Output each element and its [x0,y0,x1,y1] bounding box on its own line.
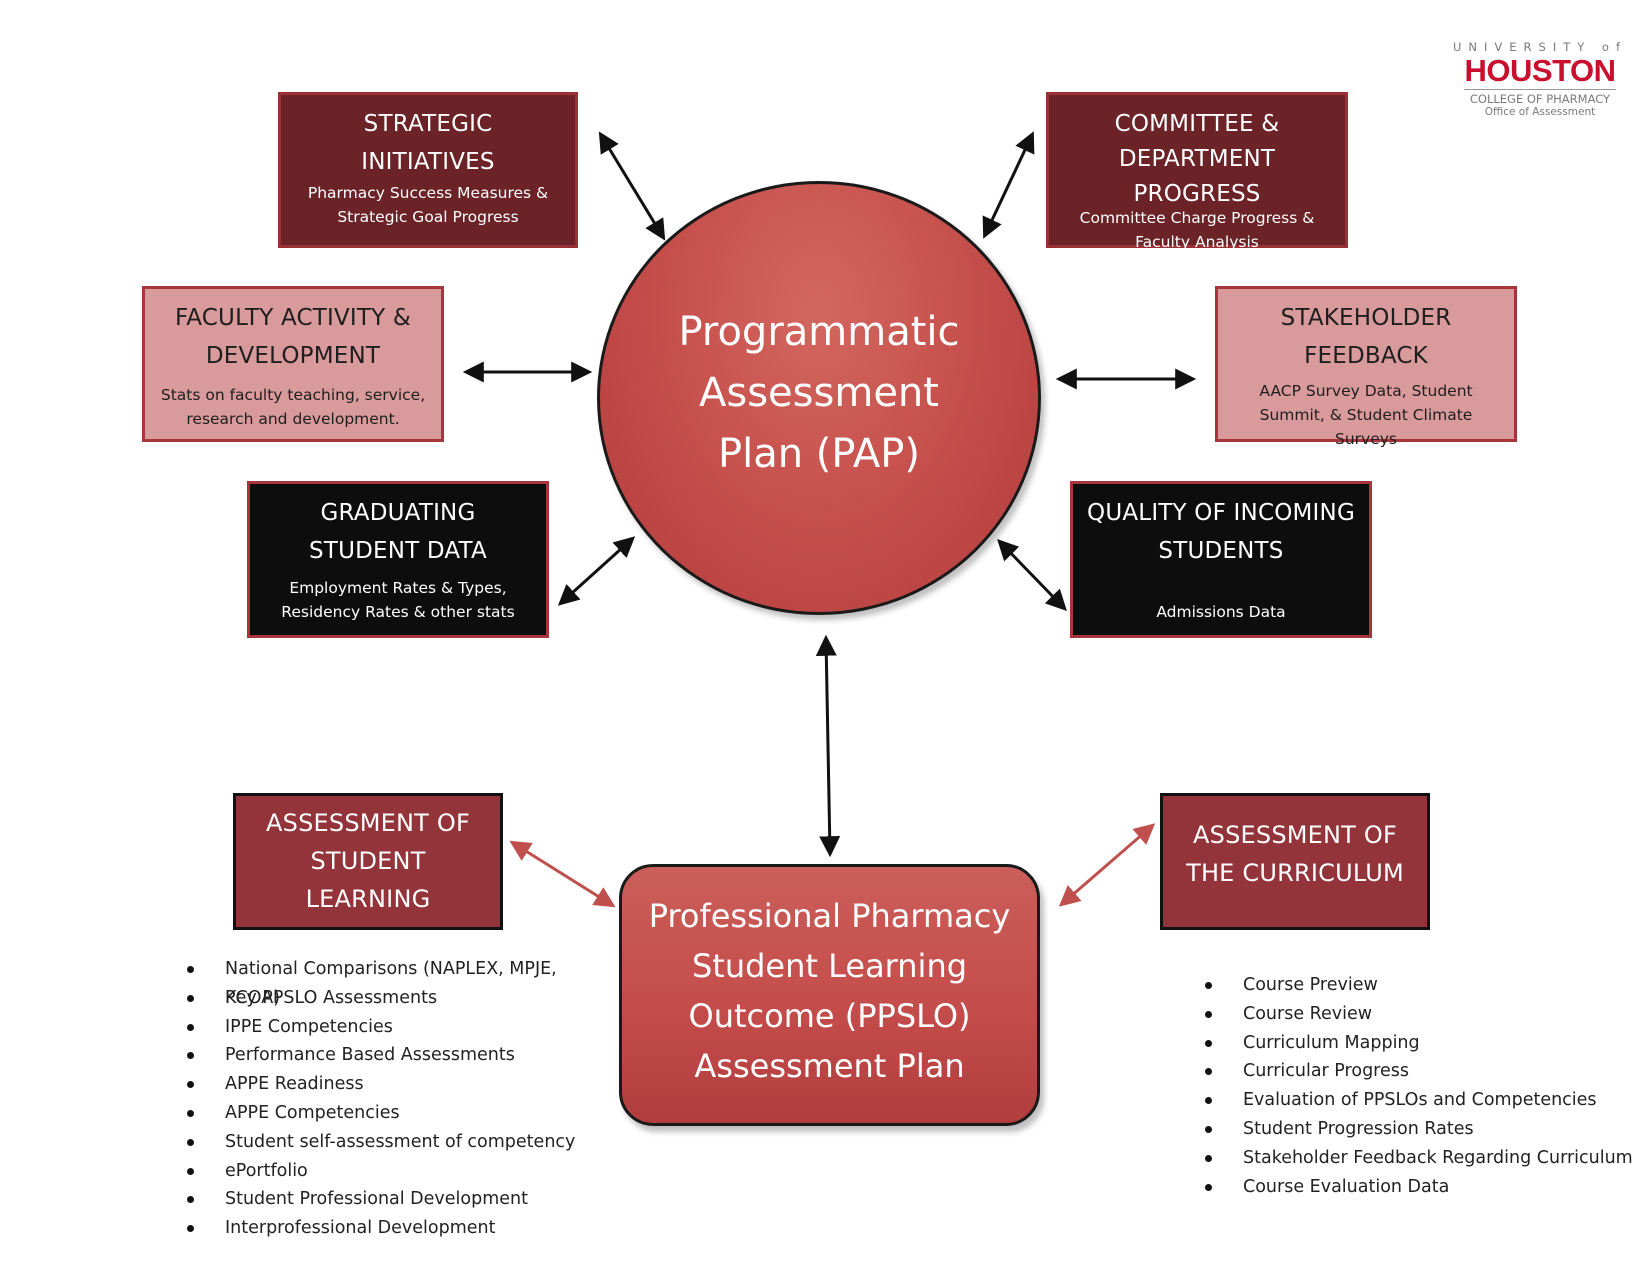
arrow-pap-ppslo [815,634,841,858]
list-item: Course Evaluation Data [1205,1173,1645,1202]
arrow-strategic-pap [598,131,666,241]
list-item: Course Review [1205,1000,1645,1029]
faculty-activity-title: FACULTY ACTIVITY & DEVELOPMENT [174,305,412,369]
list-item: Student Professional Development [187,1185,617,1214]
logo-office-line: Office of Assessment [1484,106,1596,118]
quality-incoming-desc: Admissions Data [1156,603,1286,621]
list-item: Key PPSLO Assessments [187,984,617,1013]
quality-incoming-title: QUALITY OF INCOMING STUDENTS [1087,500,1355,564]
list-item: Student Progression Rates [1205,1115,1645,1144]
list-item: Curriculum Mapping [1205,1029,1645,1058]
list-item: Curricular Progress [1205,1057,1645,1086]
assessment-curriculum-title: ASSESSMENT OF THE CURRICULUM [1186,821,1404,887]
list-item: IPPE Competencies [187,1013,617,1042]
list-item: Course Preview [1205,971,1645,1000]
assessment-curriculum-box: ASSESSMENT OF THE CURRICULUM [1160,793,1430,930]
quality-incoming-box: QUALITY OF INCOMING STUDENTS Admissions … [1070,481,1372,638]
assessment-student-learning-title: ASSESSMENT OF STUDENT LEARNING [266,809,470,913]
ppslo-plan-box: Professional Pharmacy Student Learning O… [619,864,1040,1126]
stakeholder-feedback-box: STAKEHOLDER FEEDBACK AACP Survey Data, S… [1215,286,1517,448]
logo-college-line: COLLEGE OF PHARMACY [1469,92,1611,106]
list-item: APPE Competencies [187,1099,617,1128]
stakeholder-feedback-desc: AACP Survey Data, Student Summit, & Stud… [1259,382,1473,448]
list-item: Evaluation of PPSLOs and Competencies [1205,1086,1645,1115]
strategic-initiatives-box: STRATEGIC INITIATIVES Pharmacy Success M… [278,92,578,248]
faculty-activity-desc: Stats on faculty teaching, service, rese… [160,386,426,428]
list-item: Student self-assessment of competency [187,1128,617,1157]
list-item: National Comparisons (NAPLEX, MPJE, PCOA… [187,955,617,1008]
assessment-student-learning-box: ASSESSMENT OF STUDENT LEARNING [233,793,503,930]
strategic-initiatives-title: STRATEGIC INITIATIVES [361,111,495,175]
list-item: APPE Readiness [187,1070,617,1099]
stakeholder-feedback-title: STAKEHOLDER FEEDBACK [1280,305,1452,369]
student-learning-list: National Comparisons (NAPLEX, MPJE, PCOA… [187,955,617,1243]
list-item: Interprofessional Development [187,1214,617,1243]
ppslo-label: Professional Pharmacy Student Learning O… [648,897,1011,1085]
arrow-asl-ppslo [509,840,616,908]
logo-houston-wordmark: HOUSTON [1464,53,1616,88]
strategic-initiatives-desc: Pharmacy Success Measures & Strategic Go… [307,184,549,226]
logo-divider [1464,89,1616,90]
committee-department-title: COMMITTEE & DEPARTMENT PROGRESS [1114,111,1280,207]
list-item: Performance Based Assessments [187,1041,617,1070]
pap-label: Programmatic Assessment Plan (PAP) [678,308,960,477]
graduating-student-box: GRADUATING STUDENT DATA Employment Rates… [247,481,549,638]
graduating-student-desc: Employment Rates & Types, Residency Rate… [281,579,515,621]
committee-department-desc: Committee Charge Progress & Faculty Anal… [1079,209,1315,251]
committee-department-box: COMMITTEE & DEPARTMENT PROGRESS Committe… [1046,92,1348,251]
curriculum-list: Course Preview Course Review Curriculum … [1205,971,1645,1201]
arrow-quality-pap [997,538,1067,612]
arrow-graduating-pap [557,536,636,606]
arrow-curr-ppslo [1058,823,1156,907]
logo-university-line: UNIVERSITY of [1452,40,1627,54]
pap-circle: Programmatic Assessment Plan (PAP) [597,181,1041,615]
faculty-activity-box: FACULTY ACTIVITY & DEVELOPMENT Stats on … [142,286,444,442]
university-logo: UNIVERSITY of HOUSTON COLLEGE OF PHARMAC… [1450,40,1630,119]
list-item: ePortfolio [187,1157,617,1186]
list-item: Stakeholder Feedback Regarding Curriculu… [1205,1144,1645,1173]
graduating-student-title: GRADUATING STUDENT DATA [309,500,487,564]
arrow-committee-pap [982,131,1035,239]
